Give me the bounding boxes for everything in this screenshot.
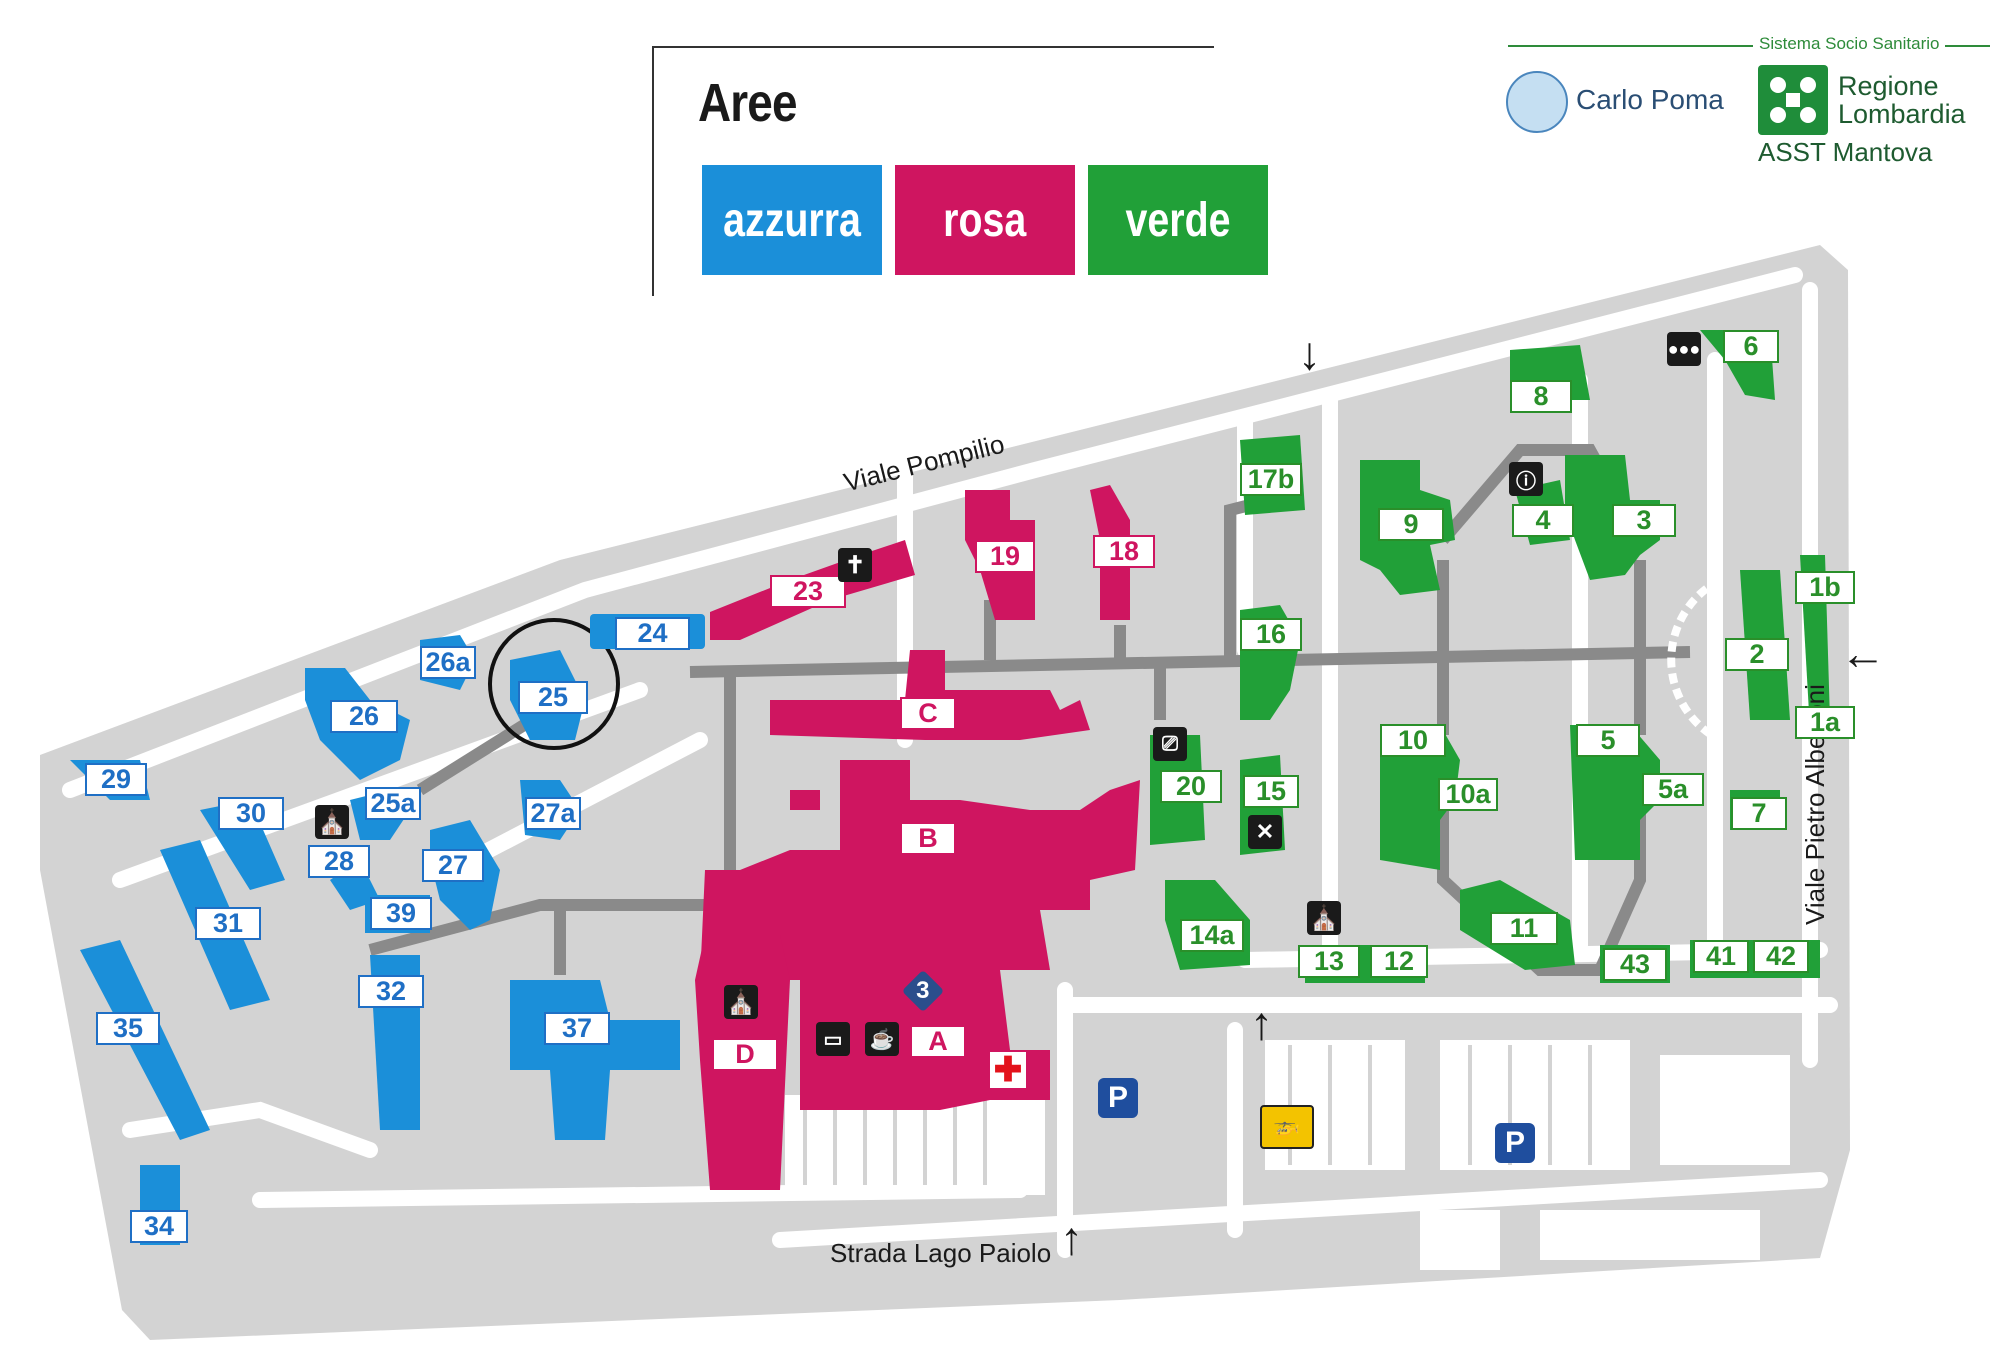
building-label-17b[interactable]: 17b [1240,463,1302,496]
building-label-10a[interactable]: 10a [1438,778,1498,811]
building-label-29[interactable]: 29 [85,763,147,796]
building-label-16[interactable]: 16 [1240,618,1302,651]
building-label-8[interactable]: 8 [1510,380,1572,413]
building-label-B[interactable]: B [900,822,956,855]
system-tagline: Sistema Socio Sanitario [1753,34,1946,54]
church-icon[interactable]: ⛪ [315,805,349,839]
building-label-9[interactable]: 9 [1378,508,1444,541]
building-label-18[interactable]: 18 [1093,535,1155,568]
building-label-19[interactable]: 19 [975,540,1035,573]
legend-title: Aree [698,73,798,133]
building-label-23[interactable]: 23 [770,575,846,608]
building-label-14a[interactable]: 14a [1180,919,1244,952]
building-label-20[interactable]: 20 [1160,770,1222,803]
legend-panel [652,46,1214,296]
building-label-7[interactable]: 7 [1731,797,1787,830]
restaurant-icon[interactable]: ✕ [1248,815,1282,849]
parking-lots [785,1040,1790,1270]
building-label-35[interactable]: 35 [96,1012,160,1045]
parking-icon[interactable]: P [1495,1123,1535,1163]
meeting-icon[interactable]: ●●● [1667,332,1701,366]
entrance-arrow-north: ↓ [1298,327,1321,379]
building-label-28[interactable]: 28 [308,845,370,878]
building-label-A[interactable]: A [910,1025,966,1058]
building-label-26a[interactable]: 26a [420,646,476,679]
building-label-1a[interactable]: 1a [1795,706,1855,739]
building-label-42[interactable]: 42 [1753,940,1809,973]
building-label-13[interactable]: 13 [1298,945,1360,978]
building-label-5a[interactable]: 5a [1642,773,1704,806]
building-label-34[interactable]: 34 [130,1210,188,1243]
entrance-arrow-south-2: ↑ [1250,997,1273,1049]
hospital-logo-icon [1506,71,1568,133]
region-name-line2: Lombardia [1838,99,1966,129]
building-label-11[interactable]: 11 [1490,912,1558,945]
highlight-circle [488,618,620,750]
book-icon[interactable]: ▭ [816,1022,850,1056]
building-label-26[interactable]: 26 [330,700,398,733]
roundabout-arc [1667,576,1722,744]
building-label-2[interactable]: 2 [1725,638,1789,671]
building-label-25a[interactable]: 25a [365,787,421,820]
building-label-27a[interactable]: 27a [525,797,581,830]
building-label-1b[interactable]: 1b [1795,571,1855,604]
info-icon[interactable]: ⓘ [1509,462,1543,496]
helipad-icon[interactable]: 🚁 [1260,1105,1314,1149]
region-name: Regione Lombardia [1838,72,1966,128]
legend-area-verde: verde [1088,165,1268,275]
building-label-43[interactable]: 43 [1603,948,1667,981]
building-label-5[interactable]: 5 [1576,724,1640,757]
legend-area-rosa: rosa [895,165,1075,275]
building-label-27[interactable]: 27 [422,849,484,882]
street-south: Strada Lago Paiolo [830,1238,1052,1268]
building-label-24[interactable]: 24 [615,617,690,650]
parking-icon[interactable]: P [1098,1078,1138,1118]
hospital-name: Carlo Poma [1576,84,1724,115]
building-label-15[interactable]: 15 [1243,775,1299,808]
building-label-C[interactable]: C [900,697,956,730]
church-icon[interactable]: ⛪ [1307,901,1341,935]
coffee-icon[interactable]: ☕ [865,1022,899,1056]
building-label-D[interactable]: D [712,1038,778,1071]
building-label-4[interactable]: 4 [1512,504,1574,537]
building-label-30[interactable]: 30 [218,797,284,830]
brand-divider [1508,45,1990,47]
building-label-32[interactable]: 32 [358,975,424,1008]
church-icon[interactable]: ⛪ [724,985,758,1019]
parking-stripes [803,1045,1592,1185]
building-label-25[interactable]: 25 [518,681,588,714]
building-label-6[interactable]: 6 [1723,330,1779,363]
emergency-icon[interactable]: ✚ [988,1050,1028,1090]
waste-bin-icon[interactable]: ⎚ [1153,727,1187,761]
building-label-3[interactable]: 3 [1612,504,1676,537]
entrance-arrow-east: ← [1840,627,1886,679]
building-label-12[interactable]: 12 [1370,945,1428,978]
building-label-39[interactable]: 39 [370,897,432,930]
region-logo-icon [1758,65,1828,135]
building-label-37[interactable]: 37 [544,1012,610,1045]
legend-area-azzurra: azzurra [702,165,882,275]
building-label-31[interactable]: 31 [195,907,261,940]
region-name-line1: Regione [1838,71,1939,101]
entrance-arrow-south: ↑ [1060,1212,1083,1264]
cross-icon[interactable]: ✝ [838,548,872,582]
building-label-41[interactable]: 41 [1693,940,1749,973]
building-label-10[interactable]: 10 [1380,724,1446,757]
asst-name: ASST Mantova [1758,137,1933,167]
